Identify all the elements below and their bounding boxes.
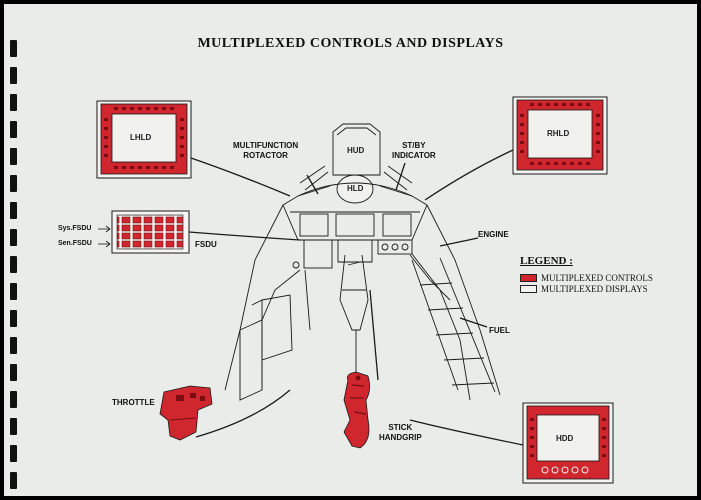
hdd-label: HDD xyxy=(556,434,574,443)
throttle-label: THROTTLE xyxy=(112,398,155,407)
fsdu-arrows xyxy=(98,225,111,248)
stby-indicator-label: ST/BY INDICATOR xyxy=(392,141,436,160)
engine-label: ENGINE xyxy=(478,230,509,239)
stick-handgrip-control xyxy=(343,371,370,449)
rhld-label: RHLD xyxy=(547,129,570,138)
legend-item-displays: MULTIPLEXED DISPLAYS xyxy=(520,283,690,294)
rhld-display xyxy=(512,96,608,175)
page-title: MULTIPLEXED CONTROLS AND DISPLAYS xyxy=(197,36,504,51)
hld-label: HLD xyxy=(347,184,364,193)
stick-handgrip-label: STICK HANDGRIP xyxy=(379,423,422,442)
sen-fsdu-label: Sen.FSDU xyxy=(58,240,92,247)
legend-swatch-displays xyxy=(520,284,537,293)
legend-title: LEGEND : xyxy=(520,255,573,267)
fuel-label: FUEL xyxy=(489,326,510,335)
hdd-display xyxy=(522,402,614,484)
sys-fsdu-label: Sys.FSDU xyxy=(58,225,92,232)
fsdu-keypad xyxy=(111,210,190,254)
lhld-label: LHLD xyxy=(130,133,152,142)
legend-swatch-controls xyxy=(520,273,537,282)
spiral-binding xyxy=(10,40,18,489)
legend-label-displays: MULTIPLEXED DISPLAYS xyxy=(541,283,648,294)
hud-label: HUD xyxy=(347,146,365,155)
legend-label-controls: MULTIPLEXED CONTROLS xyxy=(541,272,653,283)
lhld-display xyxy=(96,100,192,179)
fsdu-label: FSDU xyxy=(195,240,217,249)
cockpit-outline xyxy=(224,123,501,401)
leader-lines xyxy=(188,149,524,446)
legend-item-controls: MULTIPLEXED CONTROLS xyxy=(520,272,690,283)
throttle-control xyxy=(159,385,213,441)
legend: LEGEND : MULTIPLEXED CONTROLS MULTIPLEXE… xyxy=(520,255,690,294)
multifunction-rotactor-label: MULTIFUNCTION ROTACTOR xyxy=(233,141,299,160)
